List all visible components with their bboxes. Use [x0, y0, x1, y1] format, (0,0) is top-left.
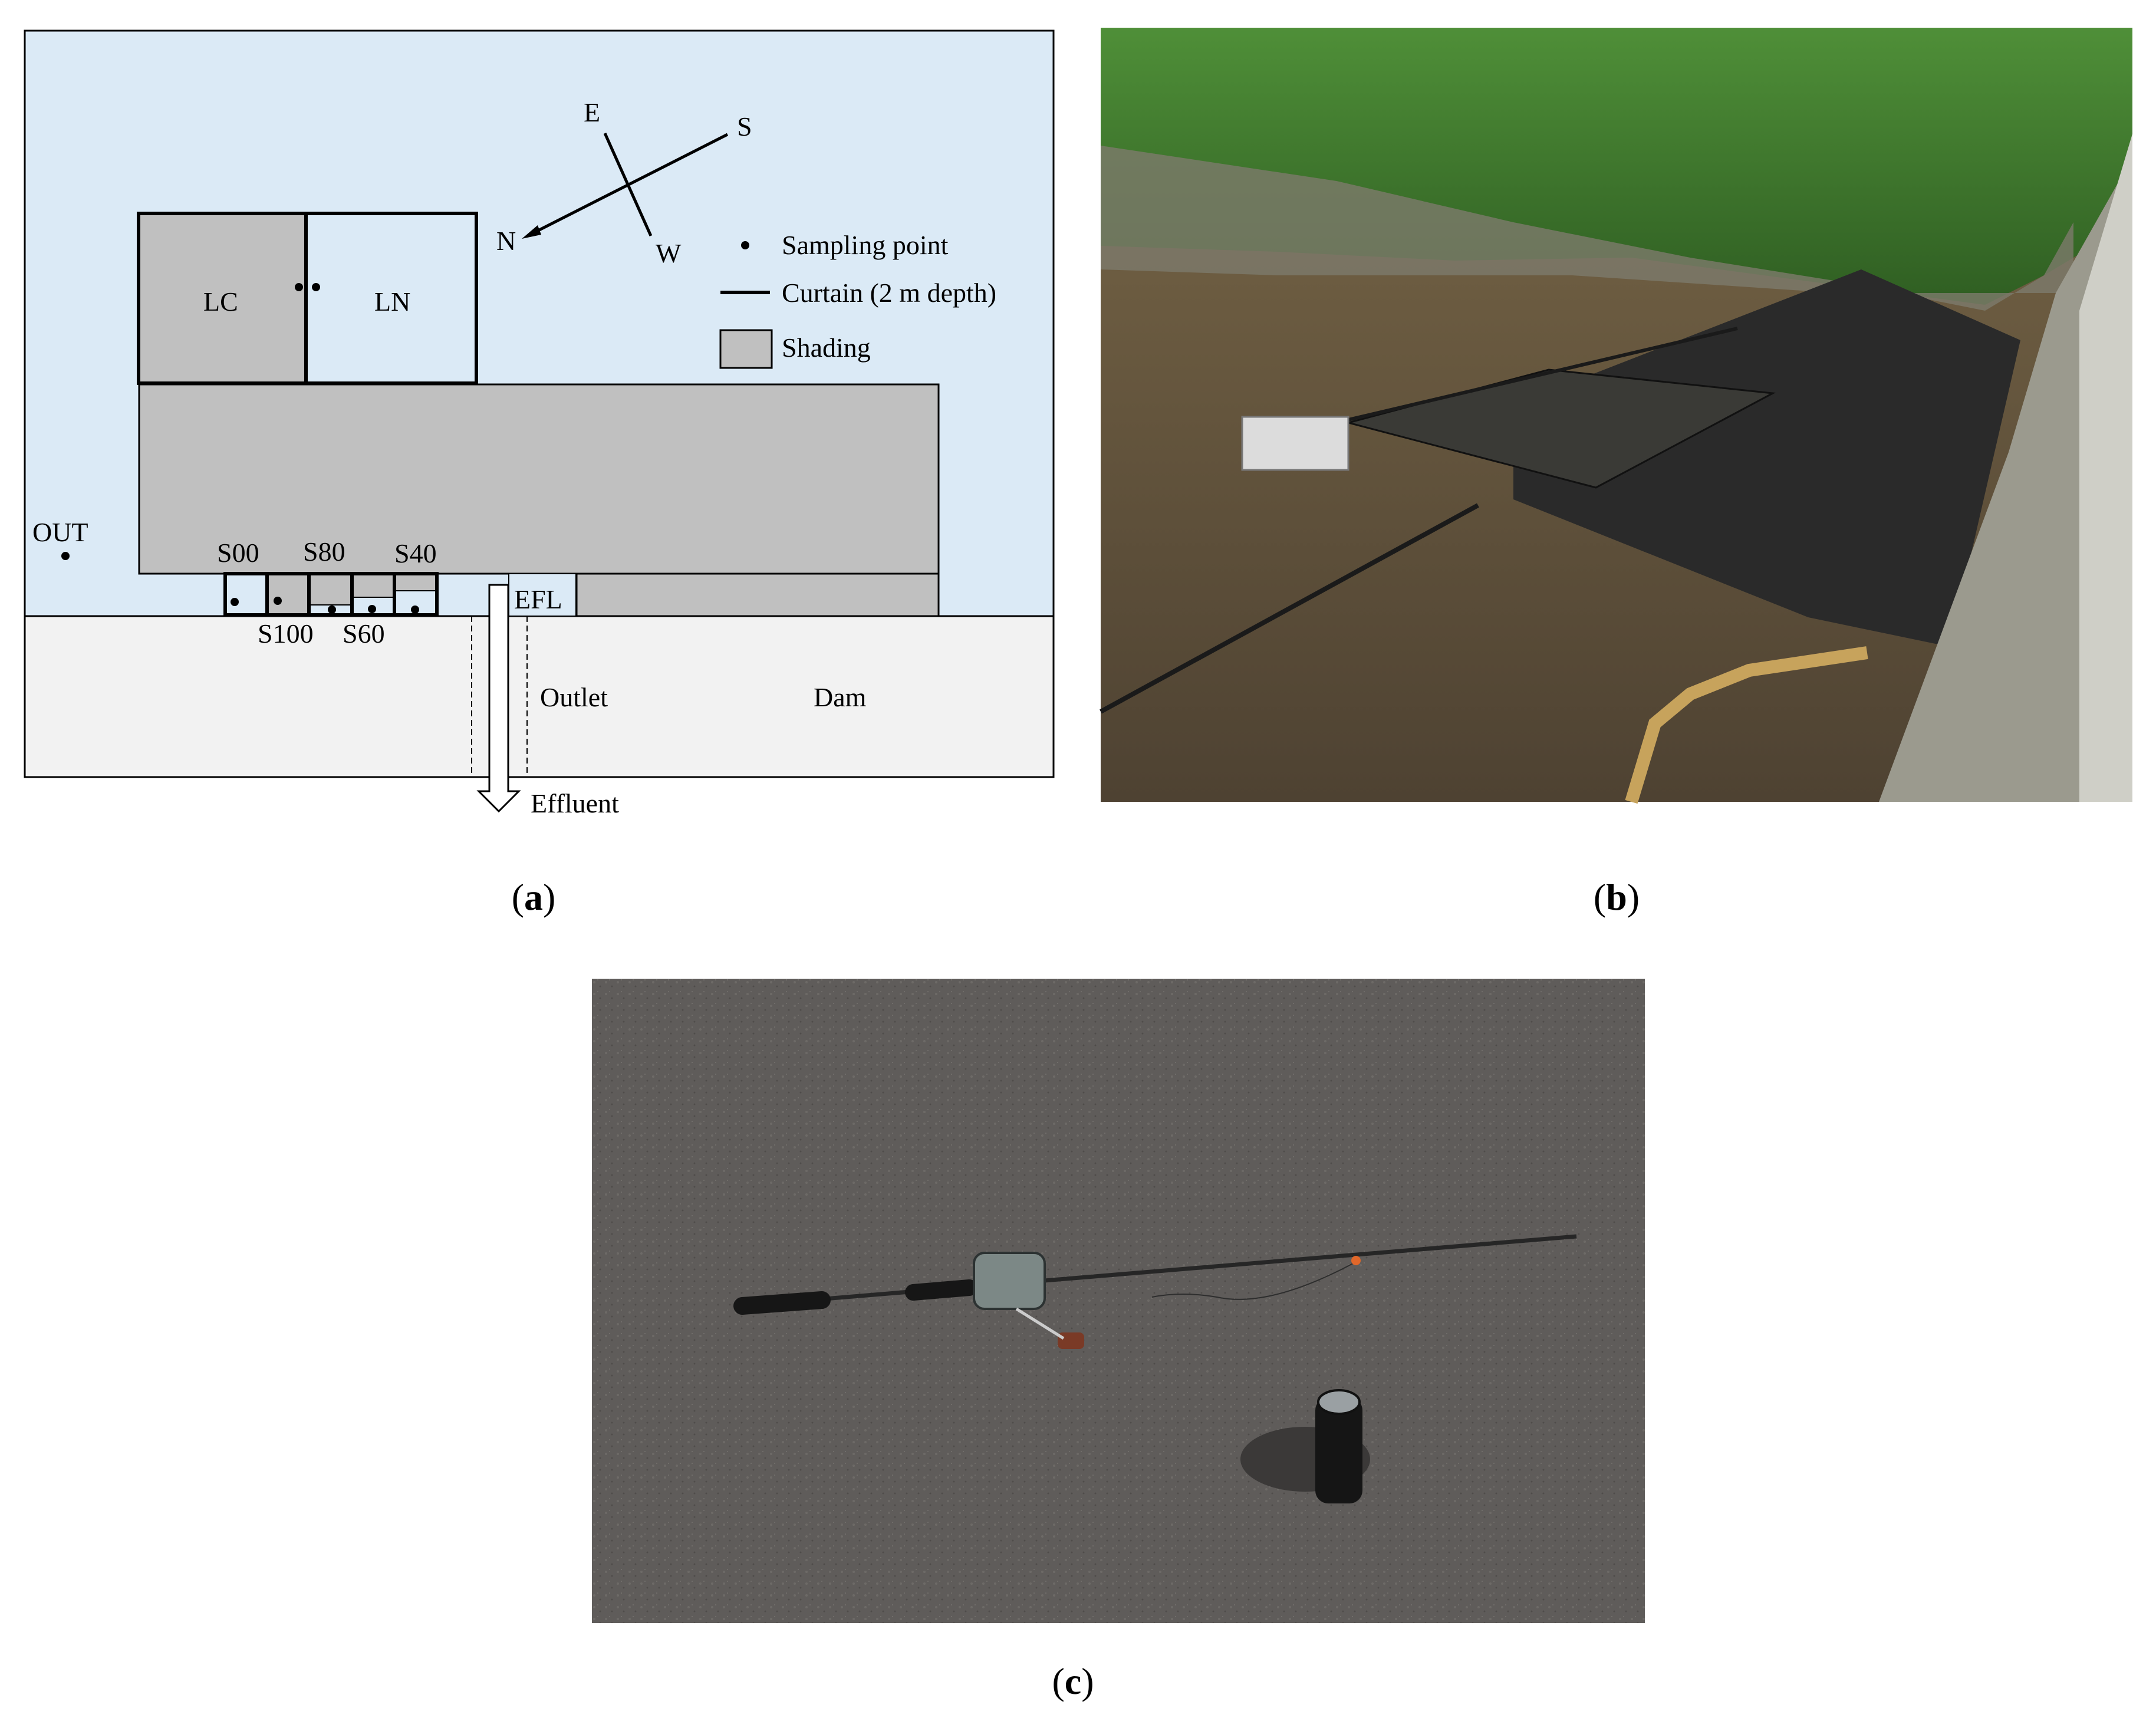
photo-b-pump-float: [1241, 416, 1349, 471]
photo-c-rod-foregrip: [905, 1279, 977, 1301]
legend-sampling-point: Sampling point: [782, 230, 949, 260]
legend-shading: Shading: [782, 333, 871, 363]
photo-c-bottle: [1315, 1397, 1362, 1503]
sampling-point-ln: [312, 283, 320, 291]
caption-b: (b): [1593, 876, 1640, 918]
photo-b-dam-rail: [2079, 134, 2132, 802]
label-lc: LC: [203, 287, 238, 317]
legend-shading-icon: [719, 329, 773, 369]
label-out: OUT: [32, 517, 88, 547]
photo-c-float: [1351, 1256, 1361, 1265]
label-outlet: Outlet: [540, 682, 608, 712]
compass-ew-line: [603, 132, 653, 237]
photo-b-shade-sheets: [1513, 269, 2020, 647]
label-s40: S40: [394, 538, 437, 568]
photo-c-bottle-mouth: [1317, 1389, 1361, 1415]
photo-b-boom-1: [1100, 503, 1479, 714]
legend: Sampling point Curtain (2 m depth) Shadi…: [719, 230, 996, 369]
shaded-strip: [575, 572, 940, 617]
photo-c-rod-blank: [739, 1234, 1577, 1308]
sampling-point-s00: [231, 598, 239, 606]
photo-c-reel: [973, 1252, 1046, 1310]
panel-c-photo: [592, 979, 1645, 1623]
caption-c: (c): [1052, 1660, 1094, 1702]
label-efl: EFL: [514, 584, 562, 614]
legend-point-icon: [741, 241, 749, 249]
sampling-point-s40: [411, 606, 419, 614]
sampling-point-s60: [368, 605, 376, 613]
legend-curtain: Curtain (2 m depth): [782, 278, 996, 308]
enclosure-s00: [223, 572, 269, 617]
shaded-area-main: [138, 383, 940, 575]
label-s00: S00: [217, 538, 259, 568]
caption-b-letter: b: [1606, 876, 1627, 918]
label-s60: S60: [343, 618, 385, 649]
efl-box: [508, 573, 577, 617]
photo-c-line: [1151, 1260, 1359, 1300]
label-dam: Dam: [814, 682, 867, 712]
sampling-point-s80: [328, 606, 336, 614]
area-lc: [137, 212, 308, 385]
label-ln: LN: [374, 287, 410, 317]
caption-a: (a): [511, 876, 556, 918]
label-effluent: Effluent: [531, 788, 619, 818]
photo-b-boom-2: [1348, 327, 1738, 422]
panel-a-diagram: LC LN S00 S80 S40 S100 S60 OUT EFL Outle…: [24, 29, 1055, 818]
photo-b-dam-wall: [1879, 157, 2132, 802]
sampling-point-s100: [274, 597, 282, 605]
photo-b-oil-fence: [1625, 646, 1868, 804]
compass-arrow-head: [522, 225, 541, 239]
label-s100: S100: [258, 618, 314, 649]
photo-c-rod-handle: [733, 1291, 831, 1315]
compass-e: E: [584, 97, 600, 127]
enclosure-s100: [265, 572, 311, 617]
dam-body: [24, 615, 1055, 778]
compass: E S N W: [496, 97, 752, 268]
effluent-arrow: [476, 584, 521, 813]
sampling-point-lc: [295, 283, 303, 291]
area-ln: [304, 212, 478, 385]
compass-w: W: [656, 238, 682, 268]
photo-b-slope-wall: [1101, 146, 2073, 311]
panel-b-photo: [1100, 28, 2132, 804]
caption-a-letter: a: [524, 876, 543, 918]
compass-n: N: [496, 226, 516, 256]
compass-s: S: [737, 111, 752, 142]
caption-c-letter: c: [1064, 1660, 1082, 1702]
photo-c-reel-handle: [1058, 1332, 1084, 1349]
sampling-point-out: [61, 552, 70, 560]
label-s80: S80: [303, 537, 345, 567]
